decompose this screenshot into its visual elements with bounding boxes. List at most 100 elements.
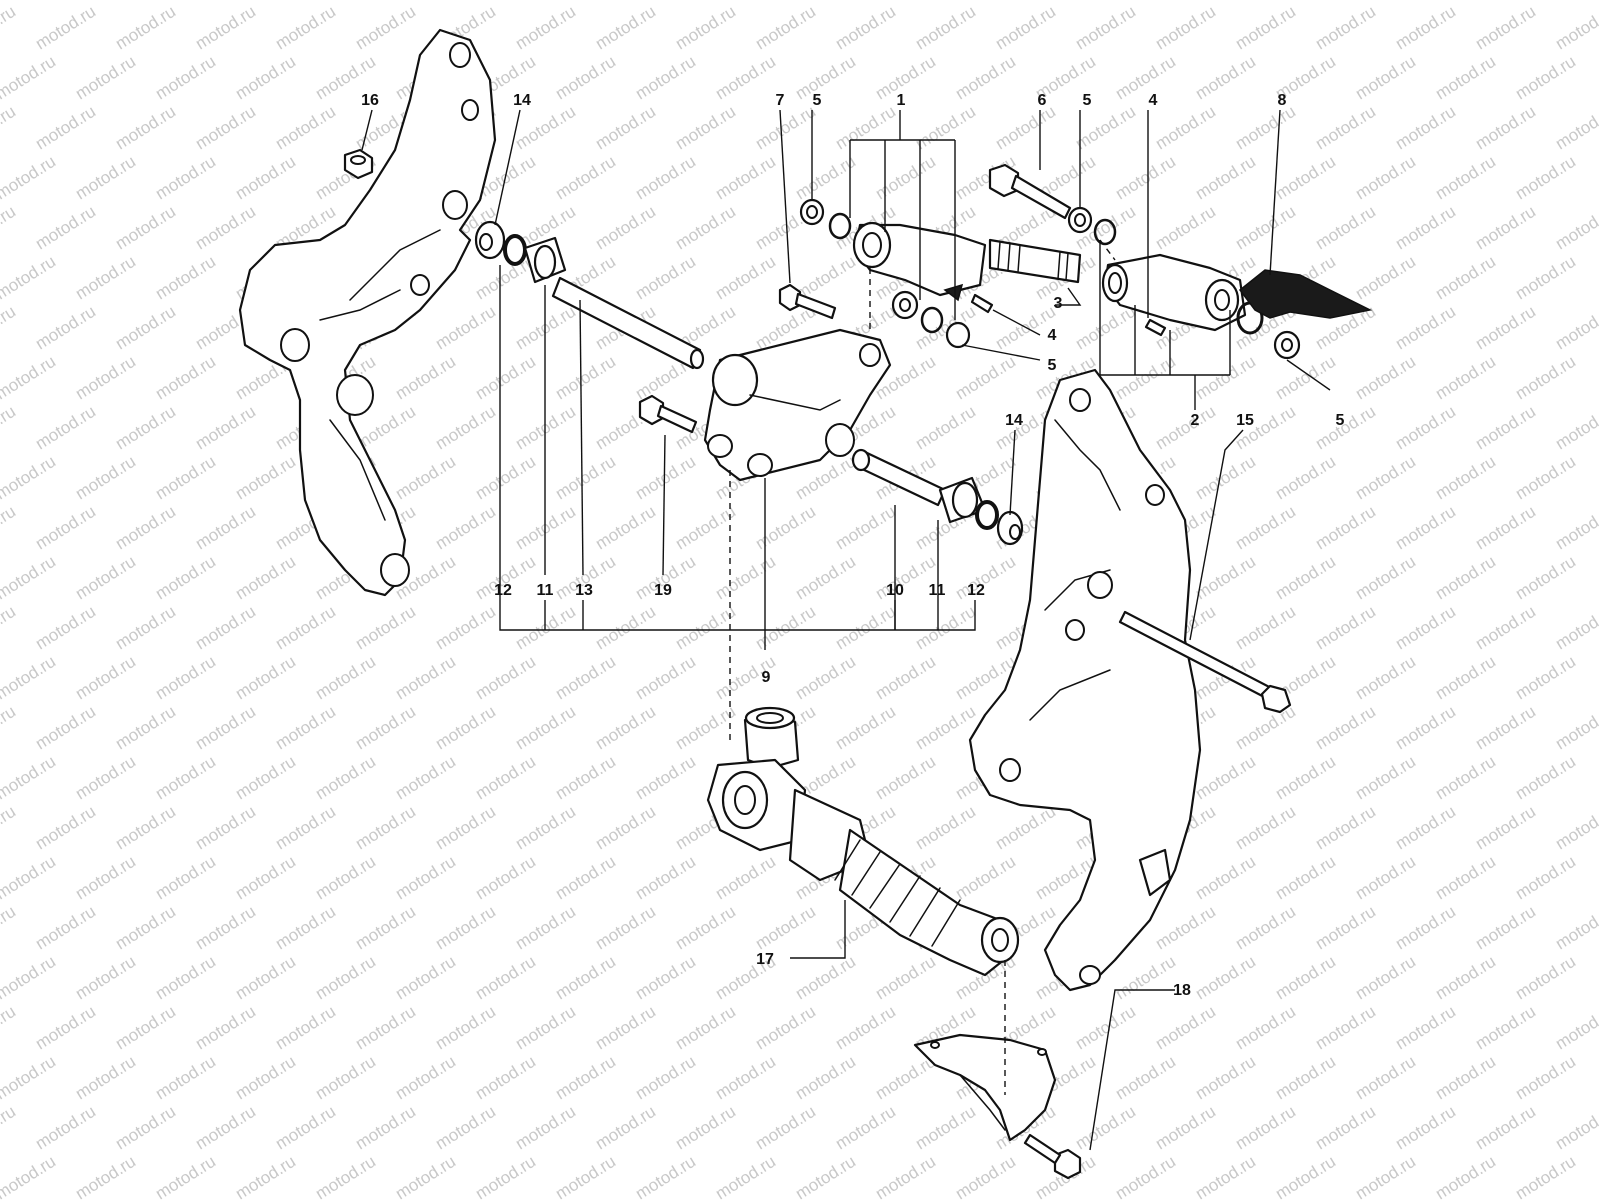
watermark-text: motod.ru [712, 552, 779, 604]
watermark-text: motod.ru [1312, 502, 1379, 554]
watermark-text: motod.ru [512, 702, 579, 754]
rocker-link-9 [703, 328, 892, 482]
watermark-text: motod.ru [912, 702, 979, 754]
watermark-text: motod.ru [272, 702, 339, 754]
watermark-text: motod.ru [592, 1102, 659, 1154]
watermark-text: motod.ru [632, 752, 699, 804]
watermark-text: motod.ru [592, 102, 659, 154]
watermark-text: motod.ru [1512, 752, 1579, 804]
watermark-text: motod.ru [1192, 352, 1259, 404]
watermark-text: motod.ru [72, 252, 139, 304]
watermark-text: motod.ru [1232, 2, 1299, 54]
watermark-text: motod.ru [1232, 702, 1299, 754]
watermark-text: motod.ru [272, 1102, 339, 1154]
watermark-text: motod.ru [792, 652, 859, 704]
watermark-text: motod.ru [72, 0, 139, 3]
watermark-text: motod.ru [1472, 1002, 1539, 1054]
watermark-text: motod.ru [112, 302, 179, 354]
watermark-text: motod.ru [1272, 0, 1339, 3]
watermark-text: motod.ru [1392, 702, 1459, 754]
watermark-text: motod.ru [392, 852, 459, 904]
right-frame-bracket [968, 368, 1202, 992]
watermark-text: motod.ru [872, 652, 939, 704]
watermark-text: motod.ru [432, 702, 499, 754]
watermark-text: motod.ru [152, 152, 219, 204]
watermark-text: motod.ru [1192, 852, 1259, 904]
seal-12-right [975, 500, 999, 530]
watermark-text: motod.ru [72, 452, 139, 504]
watermark-text: motod.ru [632, 1152, 699, 1200]
watermark-text: motod.ru [1552, 802, 1600, 854]
watermark-text: motod.ru [1392, 402, 1459, 454]
watermark-text: motod.ru [152, 452, 219, 504]
watermark-text: motod.ru [1472, 902, 1539, 954]
callout-14-lower: 14 [1005, 412, 1023, 429]
watermark-text: motod.ru [1072, 1102, 1139, 1154]
watermark-text: motod.ru [0, 352, 59, 404]
callout-5-lower: 5 [1048, 357, 1057, 374]
watermark-text: motod.ru [192, 102, 259, 154]
watermark-text: motod.ru [672, 102, 739, 154]
watermark-text: motod.ru [352, 1002, 419, 1054]
watermark-text: motod.ru [1272, 1052, 1339, 1104]
watermark-text: motod.ru [1312, 402, 1379, 454]
watermark-text: motod.ru [1432, 252, 1499, 304]
watermark-text: motod.ru [72, 152, 139, 204]
watermark-text: motod.ru [952, 352, 1019, 404]
watermark-text: motod.ru [0, 852, 59, 904]
watermark-text: motod.ru [552, 452, 619, 504]
watermark-text: motod.ru [112, 202, 179, 254]
watermark-text: motod.ru [552, 352, 619, 404]
watermark-text: motod.ru [232, 452, 299, 504]
watermark-text: motod.ru [1432, 1052, 1499, 1104]
watermark-text: motod.ru [1512, 652, 1579, 704]
watermark-text: motod.ru [1112, 152, 1179, 204]
callout-15: 15 [1236, 412, 1254, 429]
nut-16 [343, 148, 374, 180]
watermark-text: motod.ru [632, 452, 699, 504]
watermark-text: motod.ru [472, 1052, 539, 1104]
watermark-text: motod.ru [552, 52, 619, 104]
watermark-text: motod.ru [1232, 602, 1299, 654]
shock-absorber-17 [706, 706, 1020, 977]
watermark-text: motod.ru [112, 1002, 179, 1054]
watermark-text: motod.ru [752, 1102, 819, 1154]
callout-labels: 16 14 7 5 1 6 5 4 8 3 4 5 2 15 5 14 12 1… [361, 92, 1344, 999]
watermark-text: motod.ru [1232, 902, 1299, 954]
watermark-text: motod.ru [192, 1102, 259, 1154]
watermark-text: motod.ru [1512, 952, 1579, 1004]
watermark-text: motod.ru [392, 952, 459, 1004]
watermark-text: motod.ru [1112, 0, 1179, 3]
watermark-text: motod.ru [1392, 902, 1459, 954]
watermark-text: motod.ru [792, 1052, 859, 1104]
watermark-text: motod.ru [152, 652, 219, 704]
watermark-text: motod.ru [912, 2, 979, 54]
washer-5-upper-left [799, 198, 825, 226]
watermark-text: motod.ru [592, 602, 659, 654]
watermark-text: motod.ru [1272, 952, 1339, 1004]
watermark-text: motod.ru [1192, 0, 1259, 3]
watermark-text: motod.ru [552, 652, 619, 704]
watermark-text: motod.ru [1392, 1102, 1459, 1154]
bolt-6 [988, 163, 1072, 220]
bearing-11-left [523, 236, 567, 284]
watermark-text: motod.ru [672, 1002, 739, 1054]
callout-17: 17 [756, 951, 774, 968]
watermark-text: motod.ru [992, 2, 1059, 54]
watermark-text: motod.ru [752, 102, 819, 154]
watermark-text: motod.ru [912, 402, 979, 454]
watermark-text: motod.ru [352, 802, 419, 854]
watermark-text: motod.ru [1392, 802, 1459, 854]
washer-5-middle [891, 290, 919, 320]
watermark-text: motod.ru [1432, 852, 1499, 904]
watermark-text: motod.ru [592, 902, 659, 954]
watermark-text: motod.ru [1392, 2, 1459, 54]
watermark-text: motod.ru [0, 1002, 19, 1054]
watermark-text: motod.ru [1192, 152, 1259, 204]
watermark-text: motod.ru [232, 852, 299, 904]
watermark-text: motod.ru [152, 952, 219, 1004]
watermark-text: motod.ru [552, 952, 619, 1004]
watermark-text: motod.ru [952, 552, 1019, 604]
watermark-text: motod.ru [432, 602, 499, 654]
watermark-text: motod.ru [1392, 102, 1459, 154]
